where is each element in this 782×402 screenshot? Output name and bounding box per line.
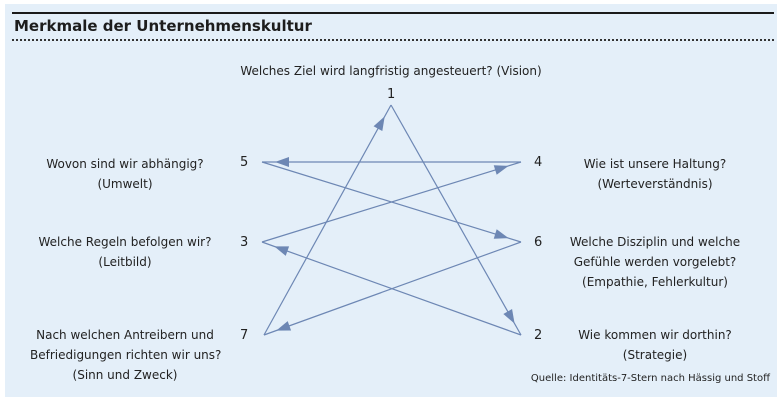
question-2-text: Wie kommen wir dorthin? [578, 328, 732, 342]
arrowhead-icon [373, 116, 385, 132]
question-2: Wie kommen wir dorthin? (Strategie) [560, 325, 750, 365]
question-5-note: (Umwelt) [97, 177, 153, 191]
arrowhead-icon [275, 157, 289, 167]
question-7-text-2: Befriedigungen richten wir uns? [30, 348, 222, 362]
question-3-text: Welche Regeln befolgen wir? [38, 235, 212, 249]
question-6-note: (Empathie, Fehlerkultur) [582, 275, 728, 289]
question-4-text: Wie ist unsere Haltung? [583, 157, 727, 171]
arrowhead-icon [274, 246, 290, 256]
question-5-text: Wovon sind wir abhängig? [46, 157, 204, 171]
node-number-4: 4 [534, 155, 543, 170]
diagram-panel [5, 4, 777, 397]
title-divider [12, 39, 774, 41]
question-6-text-2: Gefühle werden vorgelebt? [573, 255, 737, 269]
diagram-title: Merkmale der Unternehmenskultur [14, 17, 312, 35]
arrowhead-icon [276, 321, 292, 331]
question-3: Welche Regeln befolgen wir? (Leitbild) [30, 232, 220, 272]
arrowhead-icon [503, 309, 515, 324]
edge-6-to-7 [263, 241, 522, 336]
node-number-2: 2 [534, 328, 543, 343]
node-number-3: 3 [240, 235, 249, 250]
edge-5-to-6 [261, 161, 522, 243]
node-number-5: 5 [240, 155, 249, 170]
arrowhead-icon [493, 165, 509, 175]
edge-1-to-2 [390, 104, 522, 336]
question-4-note: (Werteverständnis) [597, 177, 713, 191]
question-7-note: (Sinn und Zweck) [72, 368, 178, 382]
question-6-text: Welche Disziplin und welche [569, 235, 741, 249]
source-note: Quelle: Identitäts-7-Stern nach Hässig u… [530, 373, 770, 384]
title-rule [12, 12, 774, 14]
question-7-text: Nach welchen Antreibern und [36, 328, 214, 342]
node-number-1: 1 [387, 87, 396, 102]
question-1: Welches Ziel wird langfristig angesteuer… [240, 64, 542, 78]
question-4: Wie ist unsere Haltung? (Werteverständnis… [560, 154, 750, 194]
arrowhead-icon [493, 229, 509, 239]
question-5: Wovon sind wir abhängig? (Umwelt) [30, 154, 220, 194]
question-3-note: (Leitbild) [98, 255, 152, 269]
edge-7-to-1 [263, 104, 392, 336]
node-number-6: 6 [534, 235, 543, 250]
question-2-note: (Strategie) [622, 348, 688, 362]
node-number-7: 7 [240, 328, 249, 343]
